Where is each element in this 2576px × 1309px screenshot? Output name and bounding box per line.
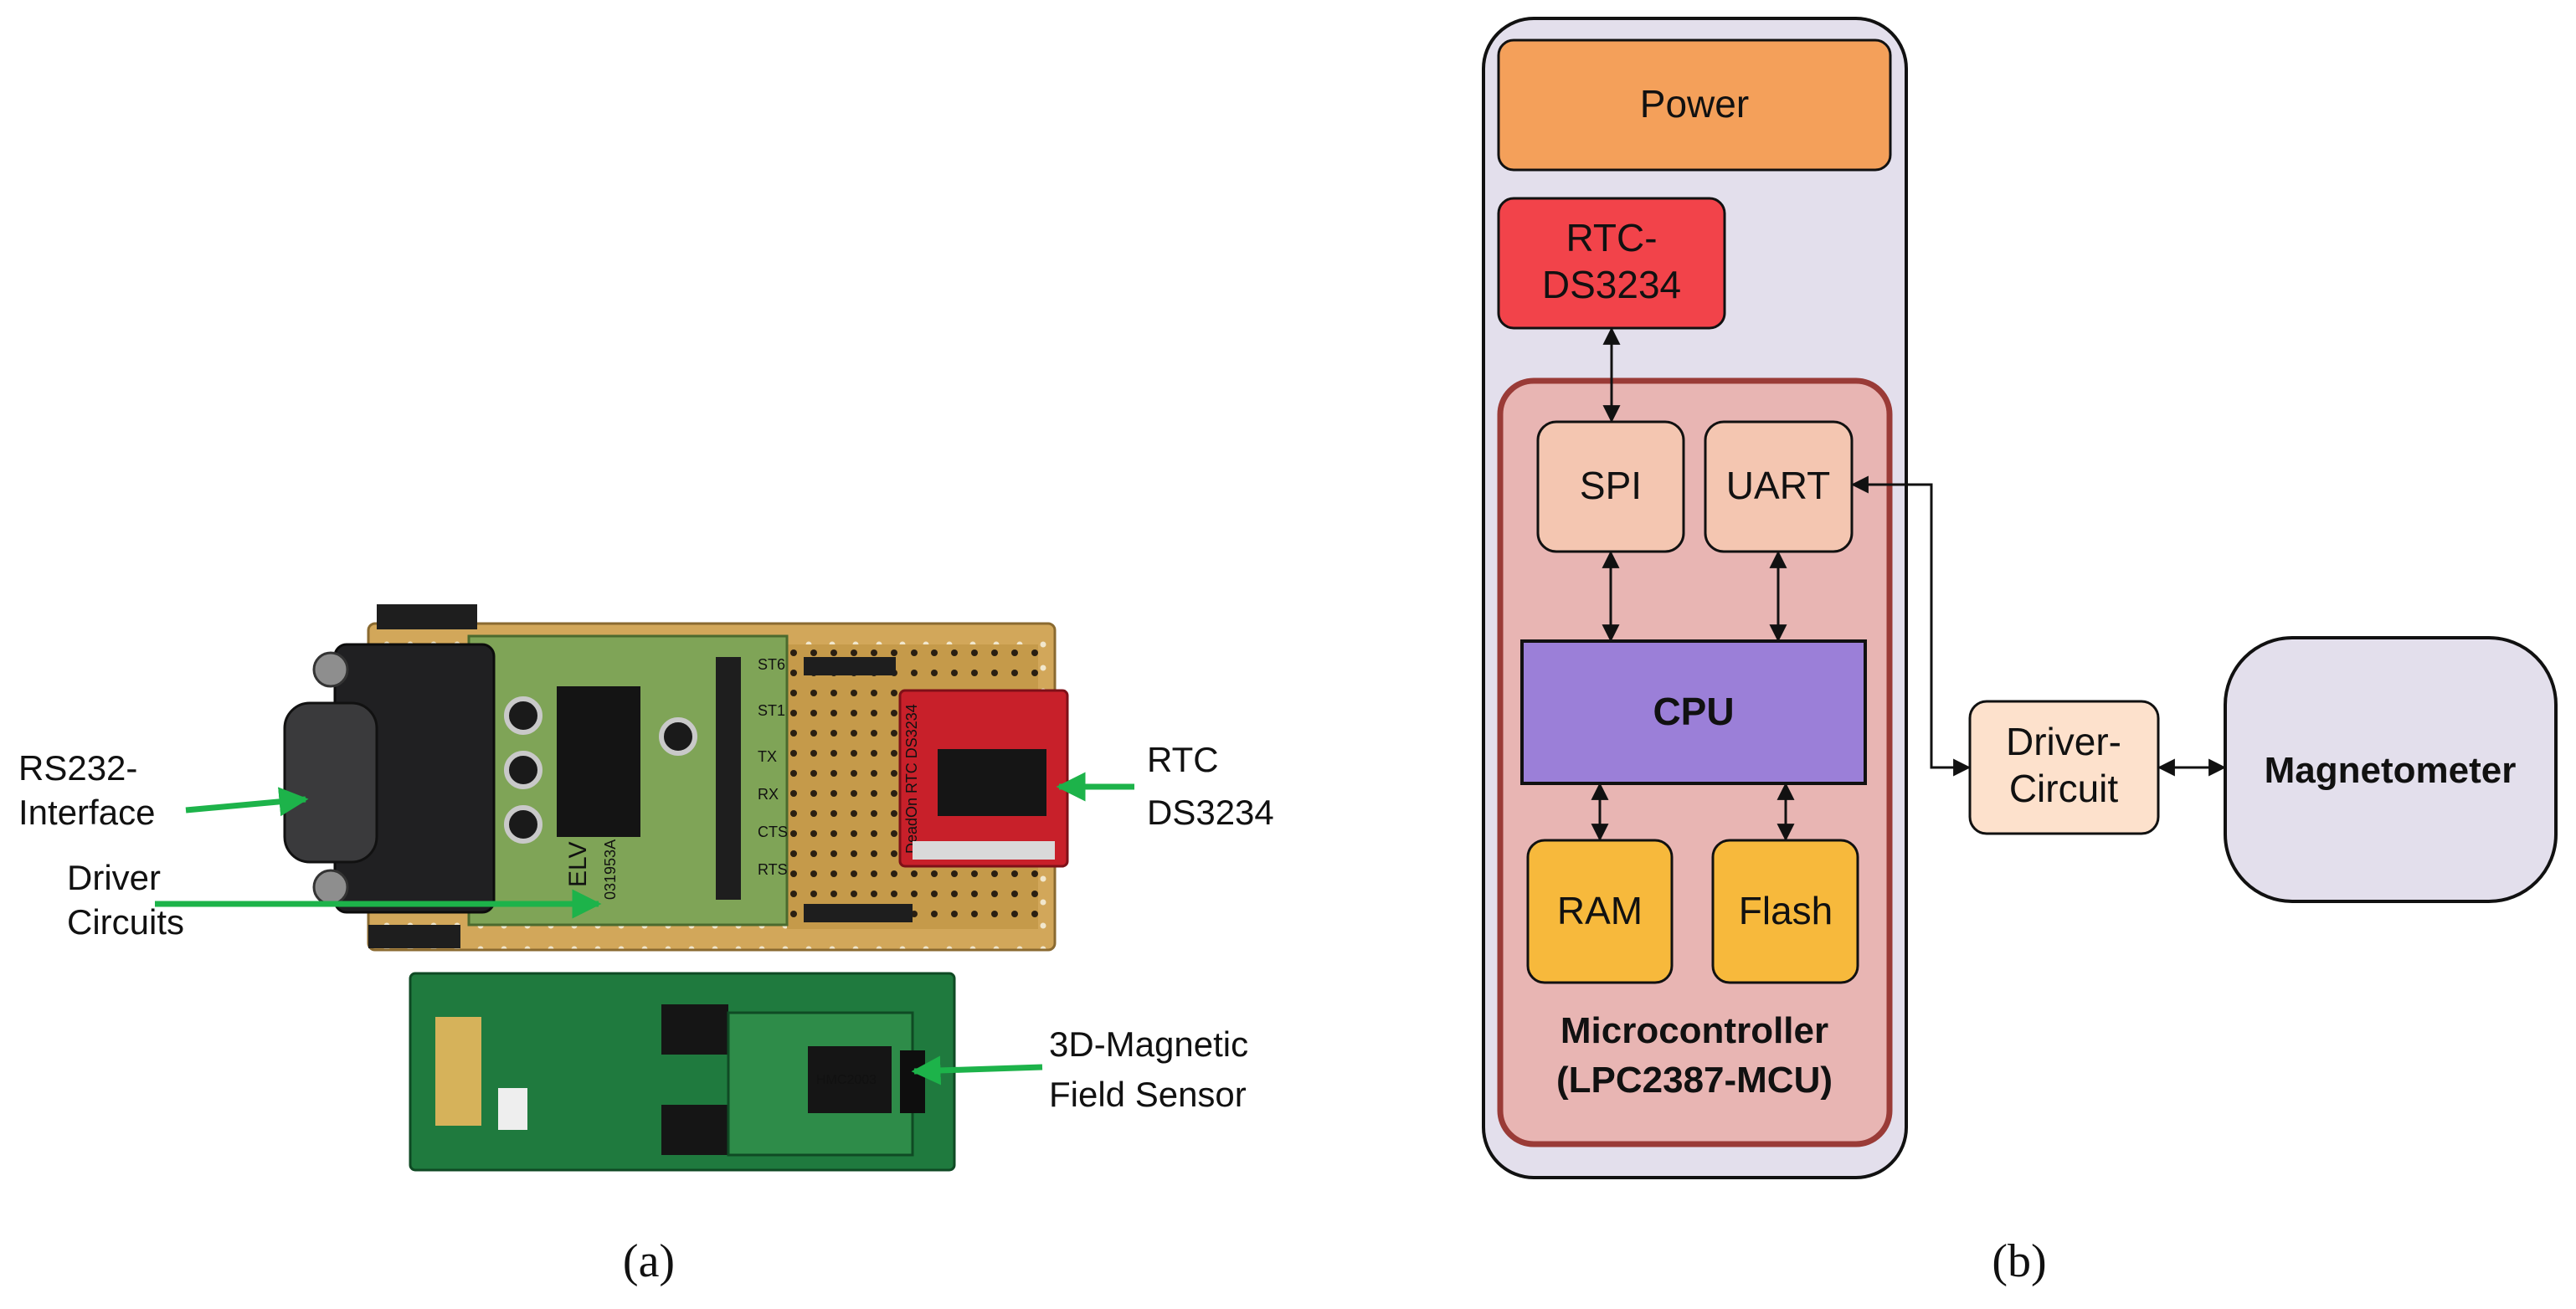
hardware-photo: ELV 031953A ST6 ST1 TX RX CTS RTS bbox=[283, 604, 1069, 1172]
driver-label-line1: Driver- bbox=[2006, 720, 2121, 763]
rtc-label-line2: DS3234 bbox=[1542, 263, 1681, 306]
label-rtc: RTC bbox=[1147, 740, 1219, 779]
header-label-2: TX bbox=[758, 748, 777, 765]
header-label-3: RX bbox=[758, 786, 779, 803]
magnetometer-label: Magnetometer bbox=[2265, 750, 2517, 791]
mcu-label-line2: (LPC2387-MCU) bbox=[1556, 1060, 1833, 1101]
photo-annotations: RS232- Interface Driver Circuits RTC DS3… bbox=[18, 740, 1274, 1114]
header-labels: ST6 ST1 TX RX CTS RTS bbox=[758, 656, 788, 878]
ram-label: RAM bbox=[1557, 889, 1643, 932]
label-3d-magnetic: 3D-Magnetic bbox=[1049, 1024, 1248, 1064]
db9-screw-bottom bbox=[312, 869, 349, 906]
rtc-module: DeadOn RTC DS3234 bbox=[898, 689, 1069, 868]
rtc-label-line1: RTC- bbox=[1566, 216, 1657, 259]
cpu-block bbox=[1520, 639, 1867, 785]
header-label-4: CTS bbox=[758, 824, 788, 840]
arrow-uart-driver bbox=[1850, 475, 1972, 777]
connectors bbox=[1591, 326, 2227, 842]
arrow-sensor bbox=[911, 1055, 1043, 1086]
elv-code-text: 031953A bbox=[602, 839, 619, 900]
top-header-pins bbox=[377, 604, 477, 629]
label-interface: Interface bbox=[18, 793, 155, 832]
spi-label: SPI bbox=[1580, 464, 1642, 507]
header-label-5: RTS bbox=[758, 861, 788, 878]
db9-shell bbox=[283, 701, 378, 864]
arrow-rs232 bbox=[185, 787, 309, 817]
bottom-header-pins bbox=[368, 925, 460, 948]
label-circuits: Circuits bbox=[67, 902, 184, 942]
label-ds3234: DS3234 bbox=[1147, 793, 1274, 832]
power-block bbox=[1497, 38, 1892, 172]
caption-a: (a) bbox=[623, 1235, 675, 1287]
mcu-label-line1: Microcontroller bbox=[1561, 1010, 1828, 1051]
elv-logo-text: ELV bbox=[564, 842, 592, 887]
capacitor-1 bbox=[504, 696, 542, 735]
bottom-right-header bbox=[804, 904, 913, 922]
label-rs232: RS232- bbox=[18, 748, 137, 788]
sensor-board: HMC2003 bbox=[409, 972, 956, 1172]
header-label-0: ST6 bbox=[758, 656, 785, 673]
top-right-header bbox=[804, 657, 896, 675]
driver-ic bbox=[557, 686, 640, 837]
block-diagram: Power RTC- DS3234 SPI UART CPU RAM Flash… bbox=[1482, 17, 2558, 1179]
header-pin-strip bbox=[716, 657, 741, 900]
label-field-sensor: Field Sensor bbox=[1049, 1075, 1247, 1114]
capacitor-4 bbox=[659, 717, 697, 756]
driver-label-line2: Circuit bbox=[2009, 767, 2119, 810]
header-label-1: ST1 bbox=[758, 702, 785, 719]
capacitor-3 bbox=[504, 805, 542, 844]
flash-label: Flash bbox=[1739, 889, 1833, 932]
sensor-chip-text: HMC2003 bbox=[816, 1073, 877, 1087]
uart-label: UART bbox=[1726, 464, 1830, 507]
power-label: Power bbox=[1640, 82, 1749, 126]
capacitor-2 bbox=[504, 751, 542, 789]
caption-b: (b) bbox=[1992, 1235, 2046, 1287]
cpu-label: CPU bbox=[1653, 690, 1734, 733]
rtc-module-text: DeadOn RTC DS3234 bbox=[903, 704, 920, 854]
db9-screw-top bbox=[312, 651, 349, 688]
label-driver: Driver bbox=[67, 858, 161, 897]
